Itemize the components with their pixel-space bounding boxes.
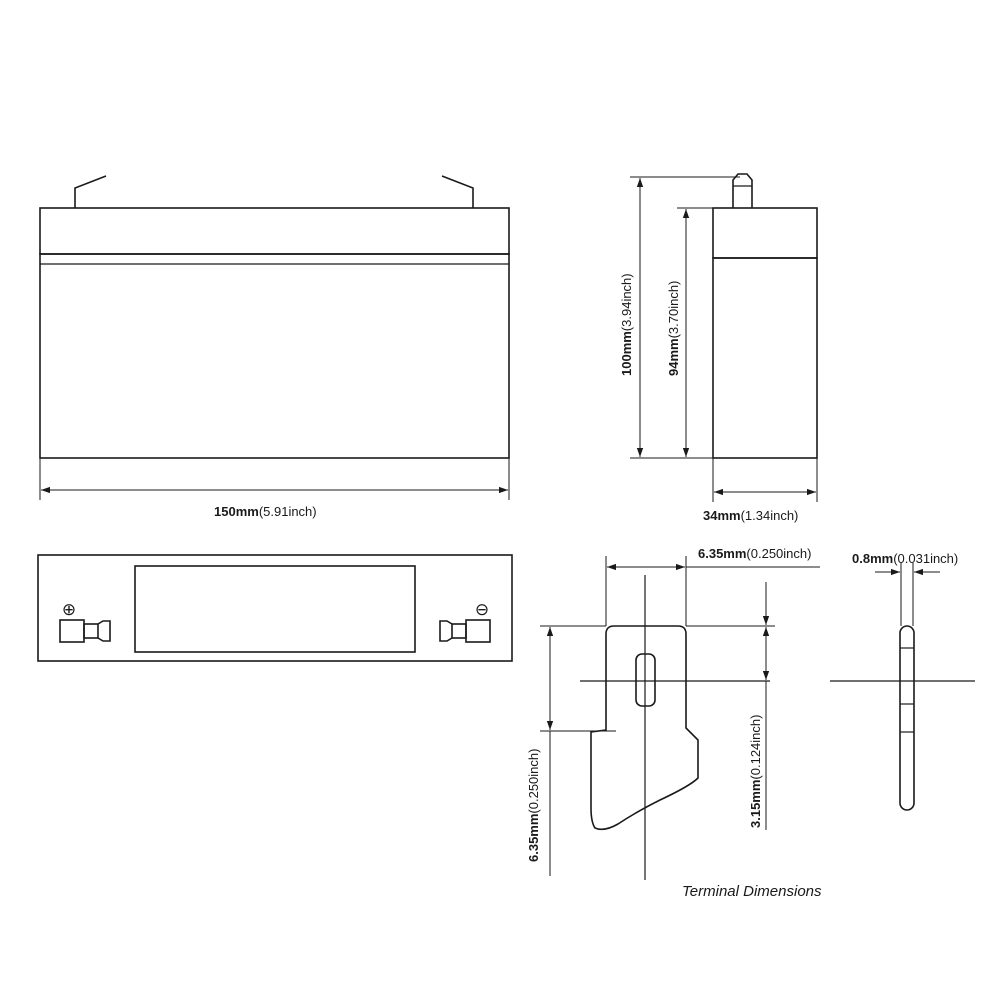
container-height-label: 94mm(3.70inch) [666,281,681,376]
length-dimension: 150mm(5.91inch) [39,458,510,519]
front-view [39,175,510,459]
terminal-hole-offset-label: 3.15mm(0.124inch) [748,715,763,828]
terminal-hole-offset-dimension: 3.15mm(0.124inch) [686,582,775,830]
terminal-side-view [830,625,975,811]
side-view [712,173,818,459]
positive-terminal [59,619,111,643]
negative-terminal [439,619,491,643]
width-label: 34mm(1.34inch) [703,508,798,523]
negative-terminal-symbol: ⊖ [475,600,489,619]
container-height-dimension: 94mm(3.70inch) [666,207,713,457]
terminal-height-label: 6.35mm(0.250inch) [526,749,541,862]
terminal-thickness-dimension: 0.8mm(0.031inch) [852,551,958,626]
positive-terminal-symbol: ⊕ [62,600,76,619]
total-height-dimension: 100mm(3.94inch) [619,176,740,459]
width-dimension: 34mm(1.34inch) [703,458,818,523]
total-height-label: 100mm(3.94inch) [619,273,634,376]
terminal-height-dimension: 6.35mm(0.250inch) [526,625,616,876]
terminal-width-label: 6.35mm(0.250inch) [698,546,811,561]
top-view: ⊕ ⊖ [37,554,513,662]
length-label: 150mm(5.91inch) [214,504,317,519]
terminal-dimensions-caption: Terminal Dimensions [682,883,822,900]
terminal-width-dimension: 6.35mm(0.250inch) [605,546,820,626]
terminal-detail [580,575,770,880]
terminal-thickness-label: 0.8mm(0.031inch) [852,551,958,566]
